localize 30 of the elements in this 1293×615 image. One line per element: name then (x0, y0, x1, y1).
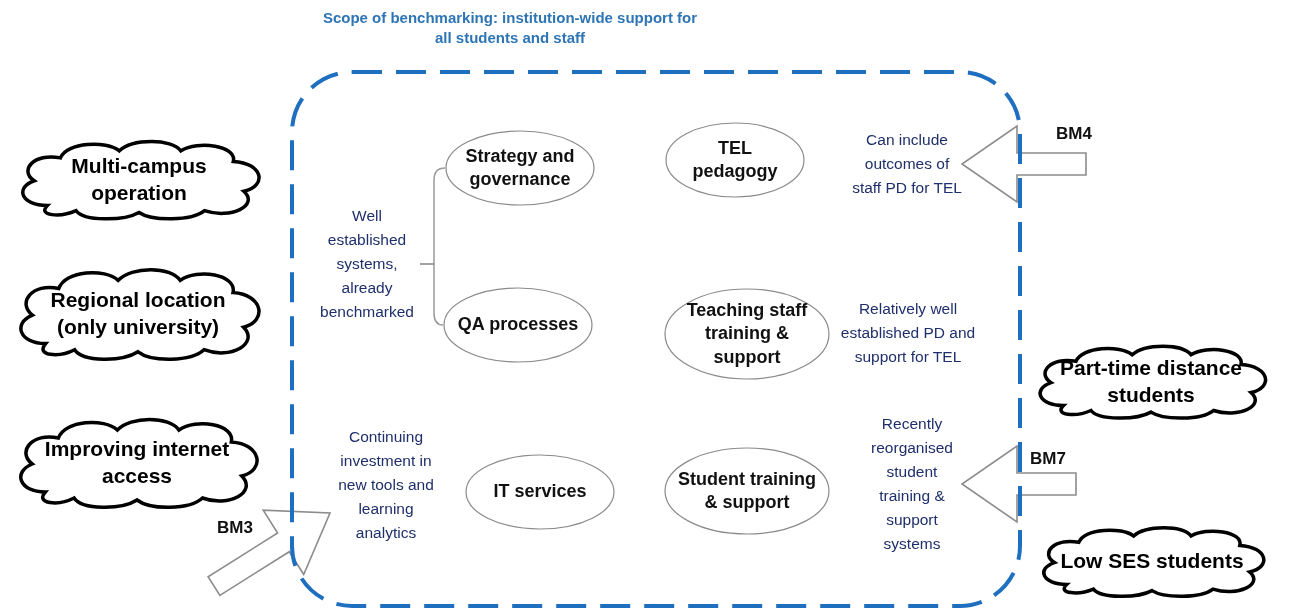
note-text: Recently reorganised student training & support systems (870, 413, 954, 555)
ellipse-node (665, 122, 805, 198)
note-text: Continuing investment in new tools and learning analytics (337, 426, 435, 543)
block-arrow (960, 124, 1087, 204)
ellipse-label: TEL pedagogy (691, 136, 779, 183)
note-text: Can include outcomes of staff PD for TEL (852, 129, 962, 198)
edge-label: BM7 (1030, 449, 1066, 469)
note-text: Well established systems, already benchmarked (319, 205, 415, 323)
ellipse-label: QA processes (456, 313, 580, 337)
ellipse-node (465, 454, 615, 530)
ellipse-node (443, 287, 593, 363)
block-arrow (960, 444, 1077, 524)
ellipse-node (664, 288, 830, 380)
ellipse-label: Strategy and governance (464, 144, 576, 191)
scope-heading: Scope of benchmarking: institution-wide support for all students and staff (321, 8, 699, 48)
cloud-label: Part-time distance students (1058, 354, 1244, 408)
cloud-label: Multi-campus operation (70, 152, 208, 206)
ellipse-node (445, 130, 595, 206)
edge-label: BM4 (1056, 124, 1092, 144)
note-text: Relatively well established PD and support for TEL (840, 298, 976, 367)
ellipse-label: IT services (492, 480, 588, 504)
block-arrow (207, 509, 332, 597)
cloud-label: Regional location (only university) (49, 286, 227, 340)
bracket-line (419, 263, 444, 326)
edge-label: BM3 (217, 518, 253, 539)
cloud-label: Low SES students (1059, 548, 1245, 575)
ellipse-label: Student training & support (677, 467, 817, 514)
ellipse-node (664, 447, 830, 535)
ellipse-label: Teaching staff training & support (685, 298, 809, 369)
cloud-label: Improving internet access (43, 435, 231, 489)
